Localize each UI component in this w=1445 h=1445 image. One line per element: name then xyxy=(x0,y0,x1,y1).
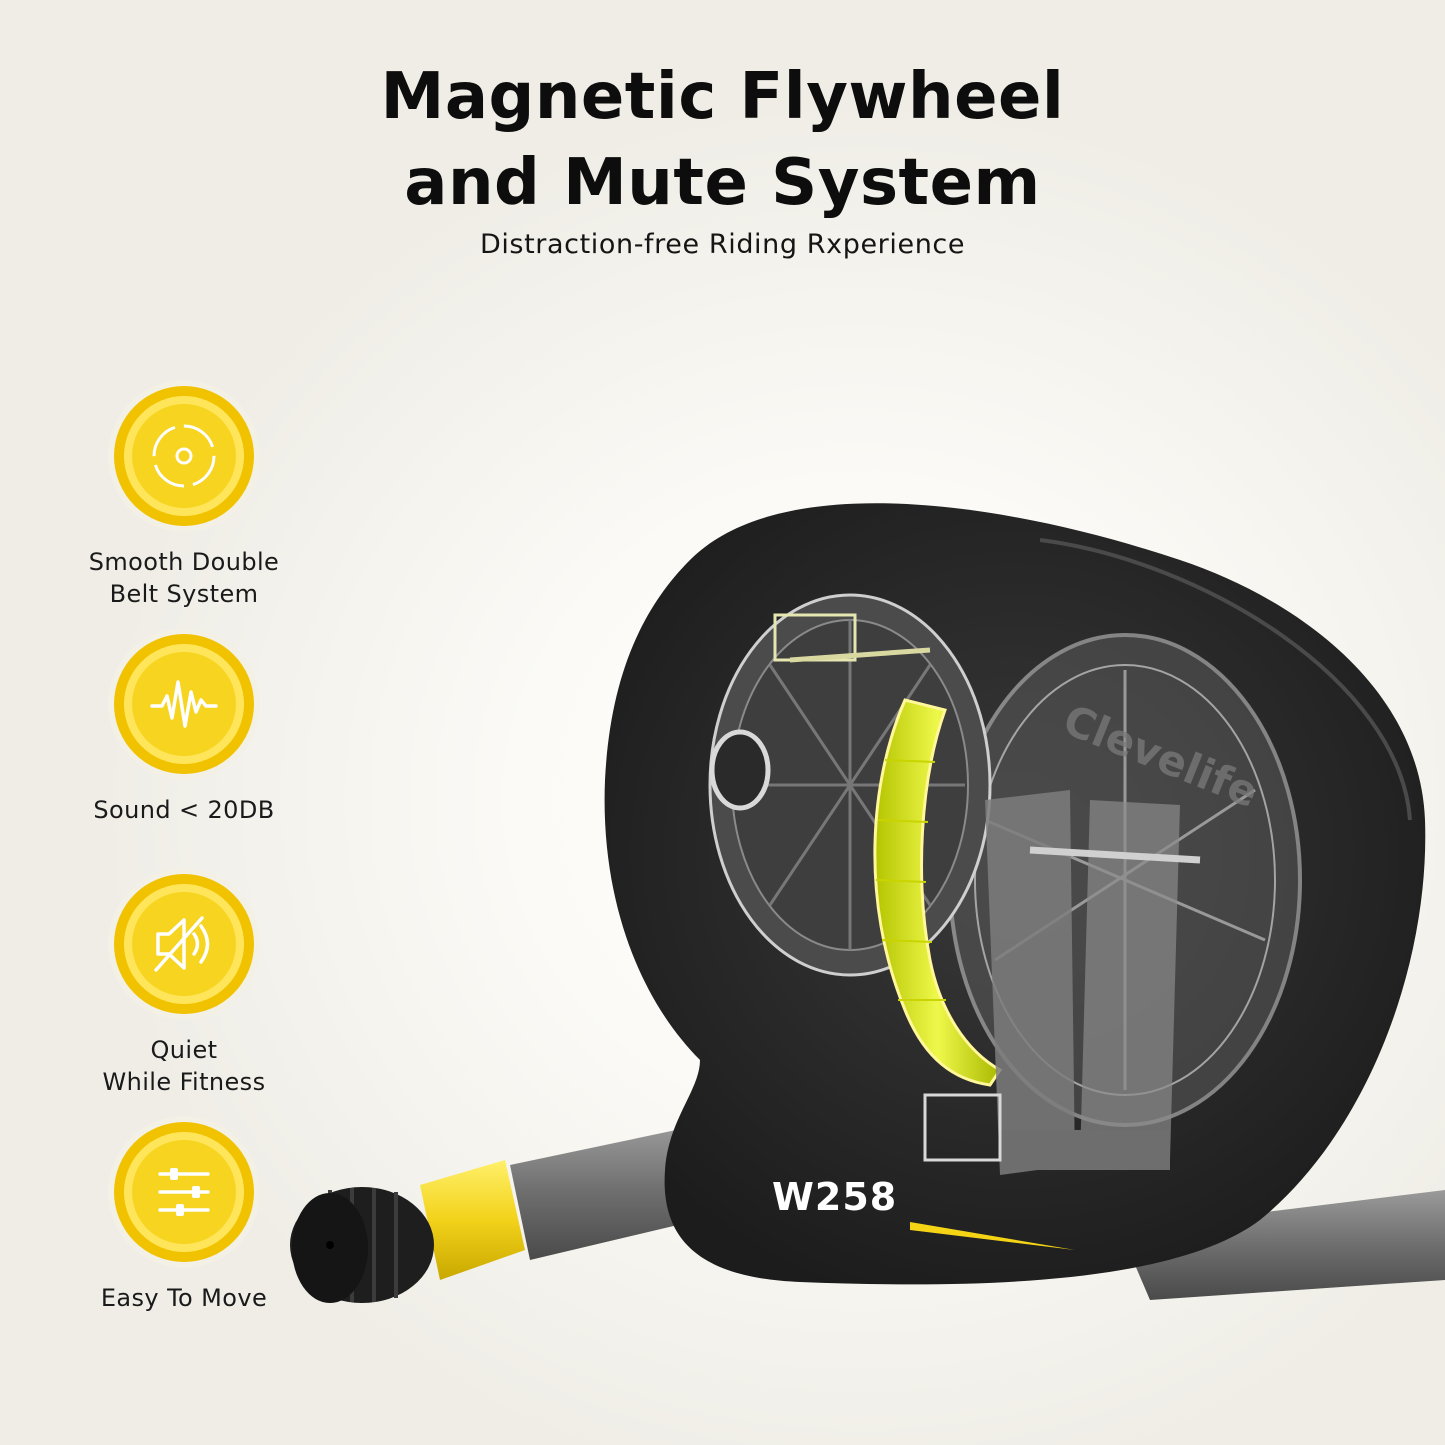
feature-label-line: Smooth Double xyxy=(88,548,280,576)
feature-label-line: Sound < 20DB xyxy=(93,796,275,824)
feature-badge xyxy=(106,626,262,782)
feature-badge xyxy=(106,378,262,534)
headline-line-1: Magnetic Flywheel xyxy=(380,60,1065,134)
sound-wave-icon xyxy=(108,628,260,780)
feature-label: Smooth Double Belt System xyxy=(84,546,284,610)
flywheel-illustration xyxy=(290,503,1445,1303)
feature-label-line: Easy To Move xyxy=(100,1284,268,1312)
feature-easy-move: Easy To Move xyxy=(84,1114,284,1314)
feature-sound: Sound < 20DB xyxy=(84,626,284,826)
feature-badge xyxy=(106,866,262,1022)
double-belt-icon xyxy=(108,380,260,532)
feature-double-belt: Smooth Double Belt System xyxy=(84,378,284,610)
feature-label: Quiet While Fitness xyxy=(84,1034,284,1098)
feature-label-line: Belt System xyxy=(109,580,259,608)
mute-speaker-icon xyxy=(108,868,260,1020)
feature-label: Easy To Move xyxy=(84,1282,284,1314)
model-name: W258 xyxy=(772,1175,898,1219)
sliders-move-icon xyxy=(108,1116,260,1268)
feature-quiet: Quiet While Fitness xyxy=(84,866,284,1098)
feature-badge xyxy=(106,1114,262,1270)
feature-label: Sound < 20DB xyxy=(84,794,284,826)
subtitle: Distraction-free Riding Rxperience xyxy=(479,229,966,260)
headline-line-2: and Mute System xyxy=(404,146,1041,220)
headline: Magnetic Flywheel and Mute System xyxy=(0,54,1445,226)
feature-label-line: Quiet xyxy=(150,1036,218,1064)
feature-label-line: While Fitness xyxy=(102,1068,266,1096)
